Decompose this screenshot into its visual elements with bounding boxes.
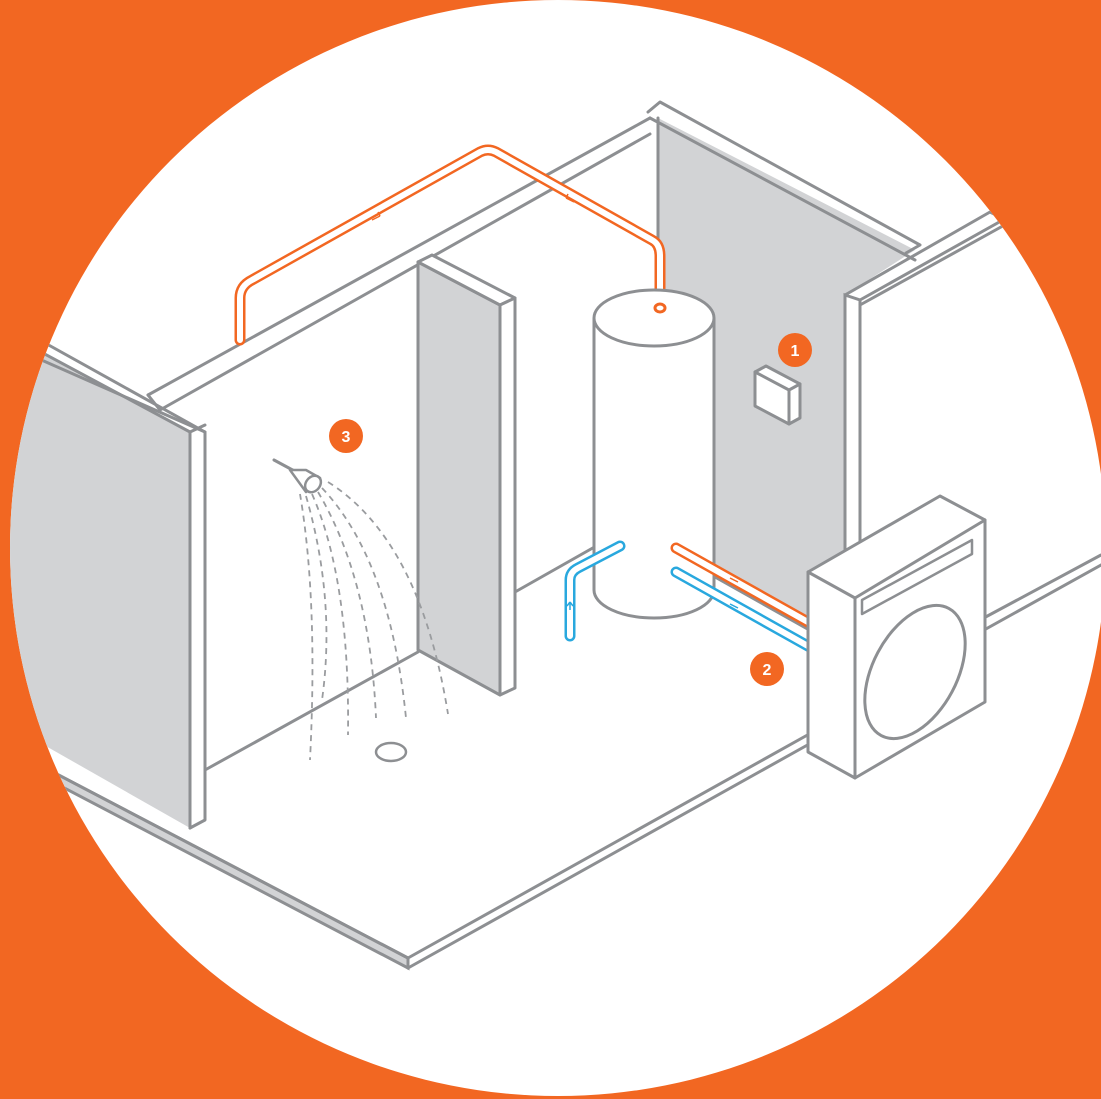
callout-2: 2 [750,652,784,686]
callout-3: 3 [329,419,363,453]
callout-1: 1 [778,333,812,367]
floor-drain-icon [376,743,406,761]
callout-2-label: 2 [763,662,772,679]
hot-water-cylinder-icon [594,290,714,618]
callout-1-label: 1 [791,343,800,360]
callout-3-label: 3 [342,429,351,446]
partition-wall [418,255,515,695]
